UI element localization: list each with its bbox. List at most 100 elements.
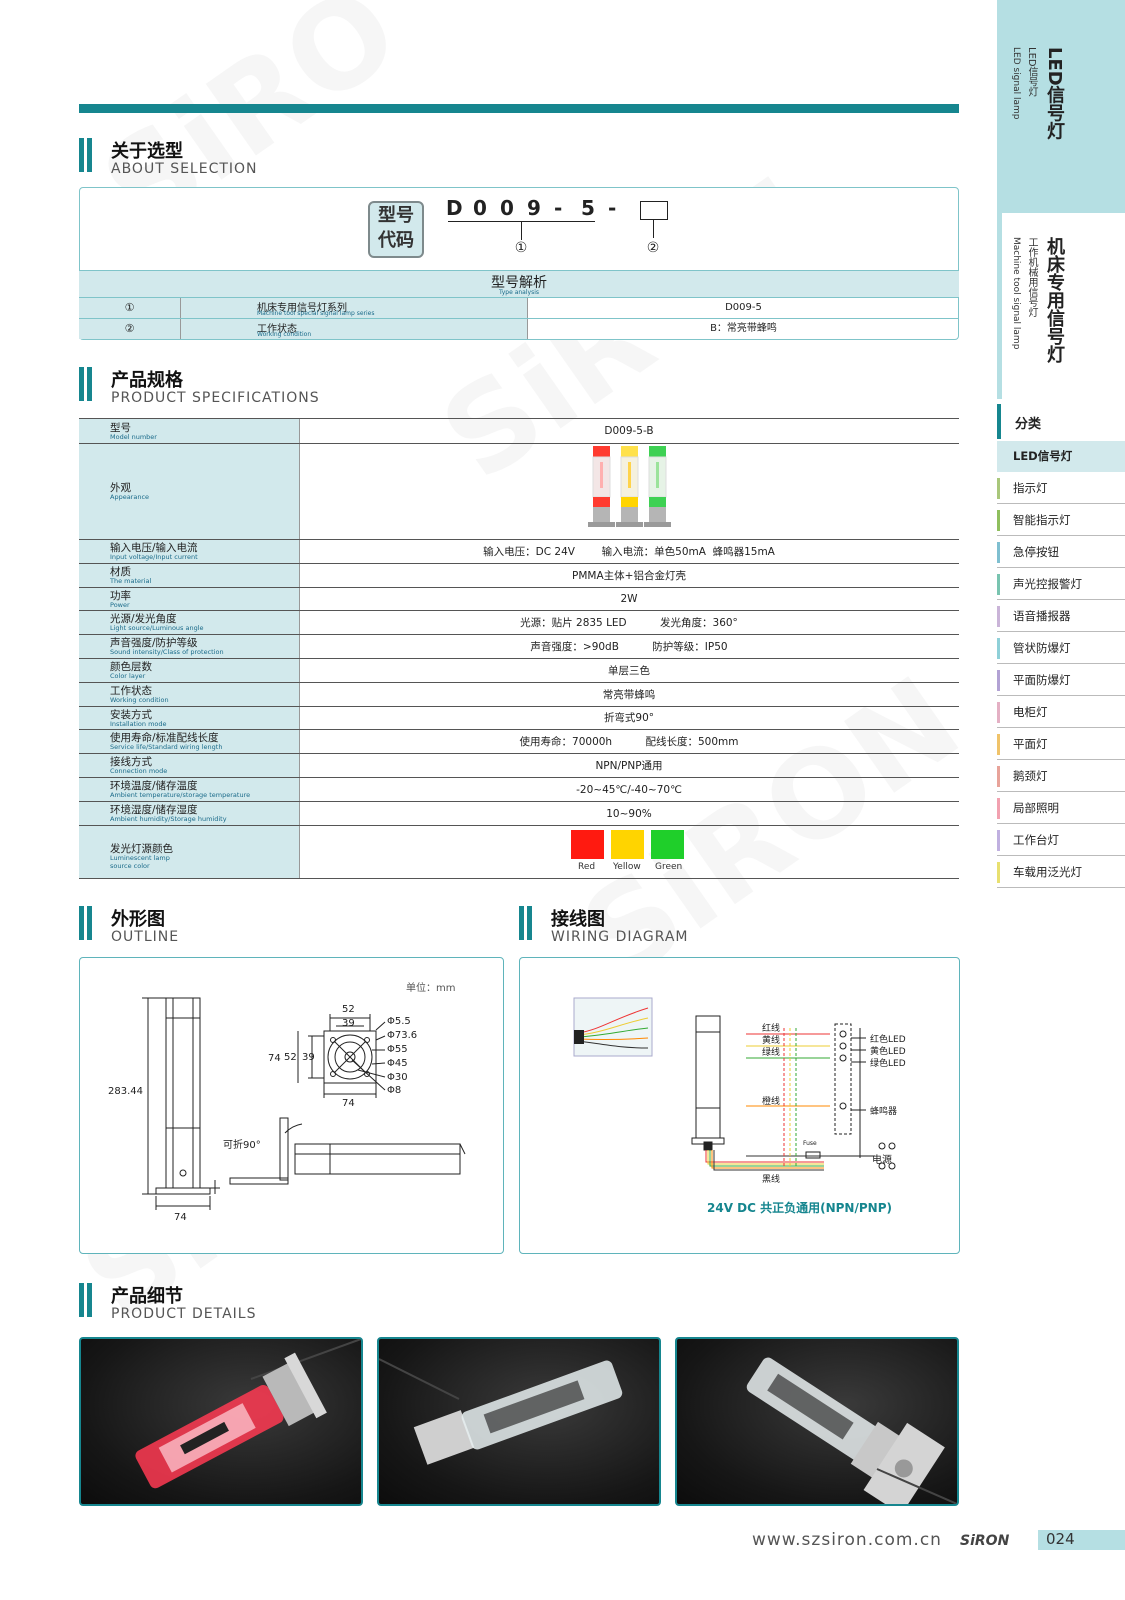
wire-black: 黑线 <box>762 1175 781 1185</box>
dim-height: 283.44 <box>108 1086 143 1097</box>
type-analysis-header: 型号解析 Type analysis <box>79 270 959 298</box>
sidebar-item-color-bar <box>997 702 1000 723</box>
spec-label-cn: 环境温度/储存温度 <box>110 780 198 792</box>
spec-label-cn: 工作状态 <box>110 685 152 697</box>
dim-52-side: 52 <box>284 1052 297 1063</box>
lamp-yellow <box>616 446 643 527</box>
type-row-label-en: Machine tool special signal lamp series <box>257 310 375 317</box>
spec-value: 10~90% <box>606 808 652 820</box>
sidebar-item-label: 工作台灯 <box>1013 833 1059 847</box>
spec-label-en: Appearance <box>110 493 150 501</box>
sidebar-title: LED信号灯 <box>1044 47 1065 140</box>
page-number: 024 <box>1038 1530 1125 1550</box>
code-char: 5 <box>581 196 596 220</box>
type-row: ① 机床专用信号灯系列 Machine tool special signal … <box>79 297 959 318</box>
sidebar-item-label: 指示灯 <box>1013 481 1048 495</box>
section-marker <box>87 138 92 172</box>
marker-2: ② <box>646 240 660 256</box>
wiring-panel: 红线 黄线 绿线 橙线 黑线 红色LED 黄色LED 绿色LED 蜂鸣器 Fus… <box>519 957 960 1254</box>
spec-label-cn: 环境湿度/储存湿度 <box>110 804 198 816</box>
section-title: 关于选型 <box>111 141 183 162</box>
dim-39: 39 <box>342 1018 355 1029</box>
sidebar-item-label: 急停按钮 <box>1013 545 1059 559</box>
sidebar-item[interactable]: LED信号灯 <box>997 441 1125 472</box>
sidebar-section-title: 机床专用信号灯 <box>1044 237 1065 363</box>
website-url[interactable]: www.szsiron.com.cn <box>752 1530 942 1550</box>
color-label-green: Green <box>655 862 683 872</box>
sidebar-item[interactable]: 工作台灯 <box>997 825 1125 856</box>
type-row-label: 机床专用信号灯系列 Machine tool special signal la… <box>181 298 528 318</box>
type-analysis-title: 型号解析 <box>491 275 547 291</box>
sidebar-subtitle-cn: LED信号灯 <box>1026 47 1037 97</box>
marker-1: ① <box>514 240 528 256</box>
spec-value: D009-5-B <box>604 425 654 437</box>
sidebar-item-color-bar <box>997 606 1000 627</box>
sidebar-item-label: 车载用泛光灯 <box>1013 865 1082 879</box>
spec-label-cn: 外观 <box>110 482 131 494</box>
section-title: 产品细节 <box>111 1286 183 1307</box>
spec-label-en: Connection mode <box>110 767 168 775</box>
sidebar-item[interactable]: 车载用泛光灯 <box>997 857 1125 888</box>
spec-value: -20~45℃/-40~70℃ <box>576 784 682 796</box>
sidebar-item[interactable]: 平面防爆灯 <box>997 665 1125 696</box>
sidebar-item-color-bar <box>997 542 1000 563</box>
sidebar-item-color-bar <box>997 478 1000 499</box>
sidebar-item-label: LED信号灯 <box>1013 449 1073 463</box>
sidebar-item[interactable]: 声光控报警灯 <box>997 569 1125 600</box>
spec-label-cn: 声音强度/防护等级 <box>110 637 198 649</box>
sidebar-item[interactable]: 指示灯 <box>997 473 1125 504</box>
sidebar-item[interactable]: 语音播报器 <box>997 601 1125 632</box>
spec-label-en: Luminescent lamp source color <box>110 854 170 870</box>
sidebar-item[interactable]: 平面灯 <box>997 729 1125 760</box>
dim-39-side: 39 <box>302 1052 315 1063</box>
outline-panel: 单位：mm 283.44 74 可折90° 52 39 74 52 39 74 … <box>79 957 504 1254</box>
spec-label-cn: 材质 <box>110 566 131 578</box>
dim-phi-55: Φ55 <box>387 1044 408 1055</box>
sidebar-item[interactable]: 电柜灯 <box>997 697 1125 728</box>
sidebar-item[interactable]: 急停按钮 <box>997 537 1125 568</box>
spec-value: PMMA主体+铝合金灯壳 <box>572 570 686 582</box>
sidebar-item[interactable]: 管状防爆灯 <box>997 633 1125 664</box>
wire-orange: 橙线 <box>762 1097 781 1107</box>
spec-table-bottom-rule <box>79 878 959 879</box>
code-suffix-box <box>640 201 668 220</box>
section-marker <box>79 906 84 940</box>
badge-line: 型号 <box>378 205 414 226</box>
sidebar-item[interactable]: 鹅颈灯 <box>997 761 1125 792</box>
type-row-label-cn: 机床专用信号灯系列 <box>257 303 347 314</box>
sidebar-item-color-bar <box>997 638 1000 659</box>
spec-label-cn: 型号 <box>110 422 131 434</box>
fuse-label: Fuse <box>803 1140 817 1147</box>
sidebar-item[interactable]: 智能指示灯 <box>997 505 1125 536</box>
unit-label: 单位：mm <box>406 983 456 994</box>
wire-green: 绿线 <box>762 1048 781 1058</box>
sidebar-current-tab: 机床专用信号灯 工作机械用信号灯 Machine tool signal lam… <box>997 213 1125 399</box>
section-subtitle: OUTLINE <box>111 929 180 945</box>
sidebar-item-color-bar <box>997 766 1000 787</box>
color-label-red: Red <box>578 862 596 872</box>
color-swatch-green <box>651 830 684 859</box>
spec-label-en: Color layer <box>110 672 146 680</box>
sidebar-item[interactable]: 局部照明 <box>997 793 1125 824</box>
spec-label-en: Installation mode <box>110 720 167 728</box>
dim-width: 74 <box>174 1212 187 1223</box>
spec-value: NPN/PNP通用 <box>595 760 663 772</box>
detail-photo-side <box>377 1337 661 1506</box>
sidebar-item-label: 管状防爆灯 <box>1013 641 1071 655</box>
spec-value: 声音强度：>90dB 防护等级：IP50 <box>530 641 728 653</box>
dim-phi-30: Φ30 <box>387 1072 408 1083</box>
